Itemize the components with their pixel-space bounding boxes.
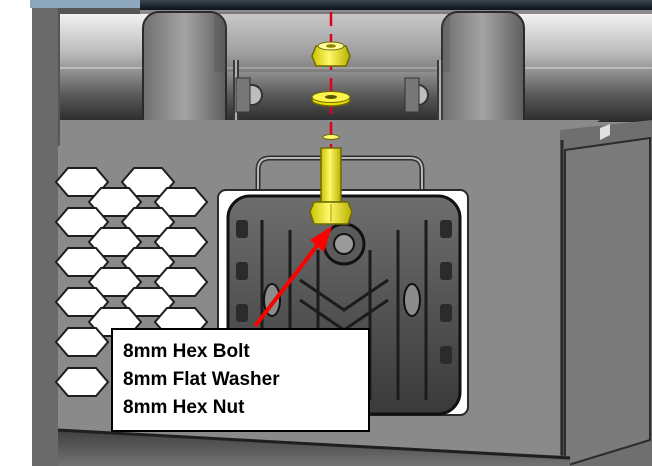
pointer-arrow xyxy=(253,226,332,328)
callout-line-hex-bolt: 8mm Hex Bolt xyxy=(123,341,250,362)
callout-line-flat-washer: 8mm Flat Washer xyxy=(123,369,280,390)
hex-bolt xyxy=(309,134,353,225)
mesh-panel xyxy=(54,167,209,397)
top-bar xyxy=(140,0,652,10)
flat-washer xyxy=(311,91,351,107)
hex-nut xyxy=(311,41,351,67)
callout-line-hex-nut: 8mm Hex Nut xyxy=(123,397,245,418)
hardware-callout-box: 8mm Hex Bolt 8mm Flat Washer 8mm Hex Nut xyxy=(111,328,370,432)
